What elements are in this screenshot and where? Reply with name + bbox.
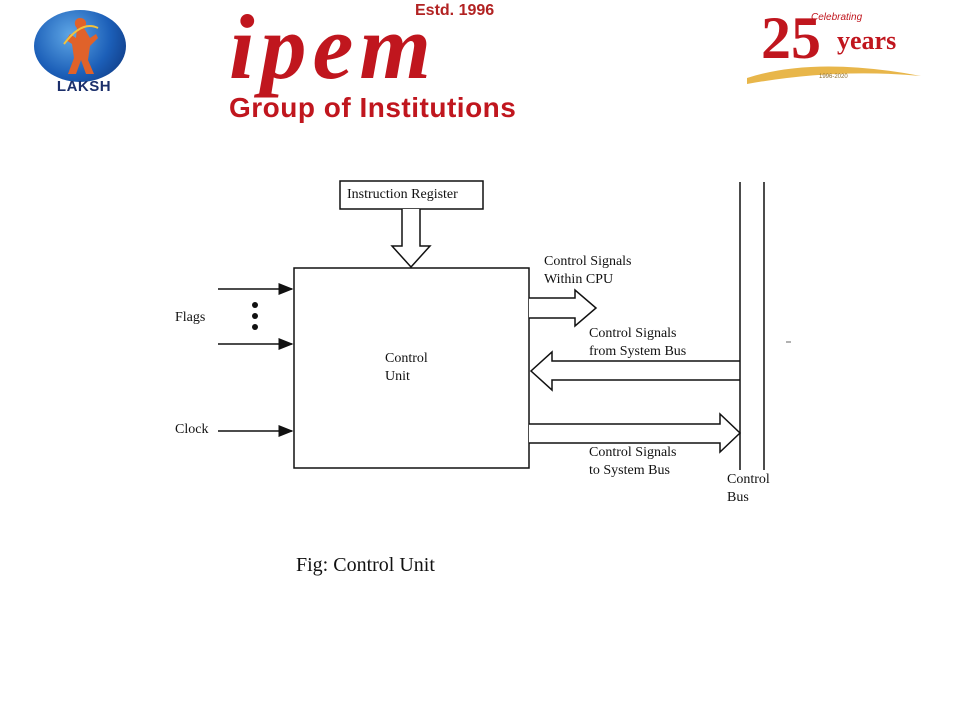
control-unit-box [293, 267, 530, 469]
ipem-logo-wordmark: ipem [229, 0, 437, 98]
anniversary-number: 25 [761, 5, 821, 71]
ipem-logo: ipem Estd. 1996 Group of Institutions [225, 0, 665, 128]
year-range-text: 1996-2020 [819, 74, 848, 80]
control-bus-label-line2: Bus [727, 490, 749, 505]
signals-from-bus-arrow [529, 350, 740, 392]
ipem-subtitle: Group of Institutions [229, 92, 517, 123]
control-unit-label-line2: Unit [385, 369, 410, 384]
figure-caption: Fig: Control Unit [296, 554, 435, 576]
instruction-register-box [339, 180, 484, 210]
control-bus-label-line1: Control [727, 472, 770, 487]
ir-to-control-unit-arrow [390, 209, 432, 269]
signals-within-cpu-label-line2: Within CPU [544, 272, 614, 287]
signals-to-bus-label-line2: to System Bus [589, 463, 670, 478]
flags-label: Flags [175, 310, 206, 325]
flags-dot-2 [252, 313, 258, 319]
flags-dot-1 [252, 302, 258, 308]
signals-within-cpu-arrow [529, 288, 598, 328]
signals-within-cpu-label-line1: Control Signals [544, 254, 632, 269]
laksh-logo-text: LAKSH [56, 78, 112, 95]
signals-to-bus-label-line1: Control Signals [589, 445, 677, 460]
ipem-estd-text: Estd. 1996 [415, 2, 495, 19]
years-text: years [837, 26, 897, 55]
laksh-logo: LAKSH [22, 8, 142, 98]
control-unit-label-line1: Control [385, 351, 428, 366]
signals-from-bus-label-line1: Control Signals [589, 326, 677, 341]
signals-from-bus-label-line2: from System Bus [589, 344, 687, 359]
clock-label: Clock [175, 422, 209, 437]
swoosh-icon [747, 66, 921, 84]
celebrating-text: Celebrating [811, 12, 863, 23]
celebrating-25-years-logo: 25 Celebrating years 1996-2020 [745, 5, 925, 90]
instruction-register-label: Instruction Register [347, 187, 458, 202]
flags-dot-3 [252, 324, 258, 330]
archer-figure-icon [63, 18, 99, 74]
